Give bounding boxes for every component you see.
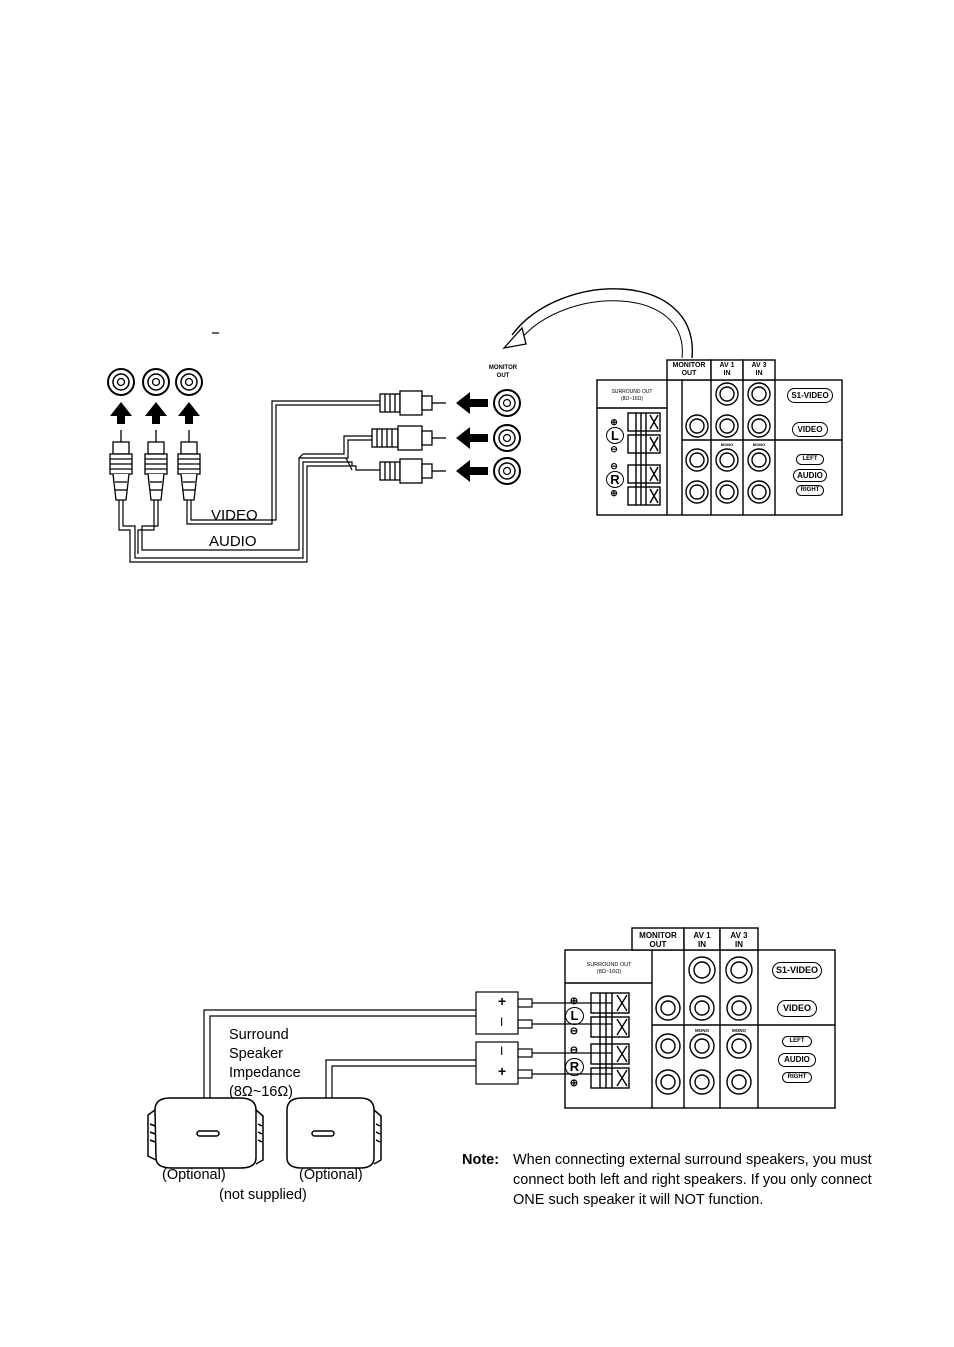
panel-top-term-minus-2: ⊖ [610,461,618,471]
optional-right-label: (Optional) [299,1167,363,1183]
not-supplied-label: (not supplied) [219,1187,307,1203]
impedance-label-line-4: (8Ω~16Ω) [229,1084,293,1100]
panel-bottom-right-label: RIGHT [782,1072,812,1083]
left-arrows [456,392,488,482]
panel-bottom-s1-video-label: S1-VIDEO [772,962,822,979]
panel-bottom-term-R: R [565,1058,584,1076]
panel-top-term-R: R [606,471,624,488]
panel-top-av3-header: AV 3 IN [751,362,767,377]
panel-top-term-L: L [606,427,624,444]
panel-bottom-surround-out: SURROUND OUT (8Ω~16Ω) [586,962,632,975]
speaker-wiring [203,991,612,1108]
speaker-right [286,1097,382,1169]
panel-top-audio-label: AUDIO [793,469,827,482]
panel-top-monitor-out-header: MONITOR OUT [672,362,706,377]
panel-top-video-label: VIDEO [792,422,828,437]
horizontal-rca-plugs [371,390,446,484]
connector-plus-right: + [498,1063,507,1079]
connector-plus-left: + [498,993,507,1009]
panel-bottom-term-L: L [565,1007,584,1025]
panel-top-s1-video-label: S1-VIDEO [787,388,833,403]
panel-top-left-label: LEFT [796,454,824,465]
panel-bottom-mono-1: MONO [695,1028,709,1033]
monitor-out-jacks [493,389,521,485]
panel-top-right-label: RIGHT [796,485,824,496]
panel-bottom-term-plus-2: ⊕ [569,1078,579,1089]
connector-minus-left: I [500,1015,504,1029]
curved-arrow-inner [519,300,683,359]
panel-top-term-minus-1: ⊖ [610,444,618,454]
panel-top-av1-header: AV 1 IN [719,362,735,377]
audio-cable-label: AUDIO [209,533,257,550]
panel-bottom-term-plus-1: ⊕ [569,996,579,1007]
connector-minus-right: I [500,1044,504,1058]
panel-bottom-mono-2: MONO [732,1028,746,1033]
note-text: When connecting external surround speake… [513,1152,872,1208]
monitor-input-jacks [107,368,203,396]
curved-arrow [511,288,693,359]
cables [118,400,380,563]
optional-left-label: (Optional) [162,1167,226,1183]
panel-bottom-av3-header: AV 3 IN [730,931,748,949]
panel-top-term-plus-2: ⊕ [610,488,618,498]
panel-bottom-audio-label: AUDIO [778,1053,816,1067]
video-cable-label: VIDEO [211,507,258,524]
panel-top-term-plus-1: ⊕ [610,417,618,427]
monitor-out-small-label: MONITOR OUT [488,365,518,379]
note-label: Note: [462,1152,500,1168]
panel-top-mono-1: MONO [720,442,734,447]
vertical-rca-plugs [109,430,201,501]
speaker-left [147,1097,264,1169]
panel-bottom-monitor-out-header: MONITOR OUT [639,931,677,949]
panel-bottom-term-minus-1: ⊖ [569,1026,579,1037]
impedance-label-line-3: Impedance [229,1065,301,1081]
impedance-label-line-2: Speaker [229,1046,284,1062]
up-arrows [110,402,200,424]
impedance-label-line-1: Surround [229,1027,289,1043]
panel-top-surround-out: SURROUND OUT (8Ω~16Ω) [611,389,653,402]
panel-top-mono-2: MONO [752,442,766,447]
panel-bottom-left-label: LEFT [782,1036,812,1047]
arrow-head-curved [502,326,527,349]
panel-bottom-av1-header: AV 1 IN [693,931,711,949]
panel-bottom-video-label: VIDEO [777,1000,817,1017]
panel-bottom-term-minus-2: ⊖ [569,1045,579,1056]
